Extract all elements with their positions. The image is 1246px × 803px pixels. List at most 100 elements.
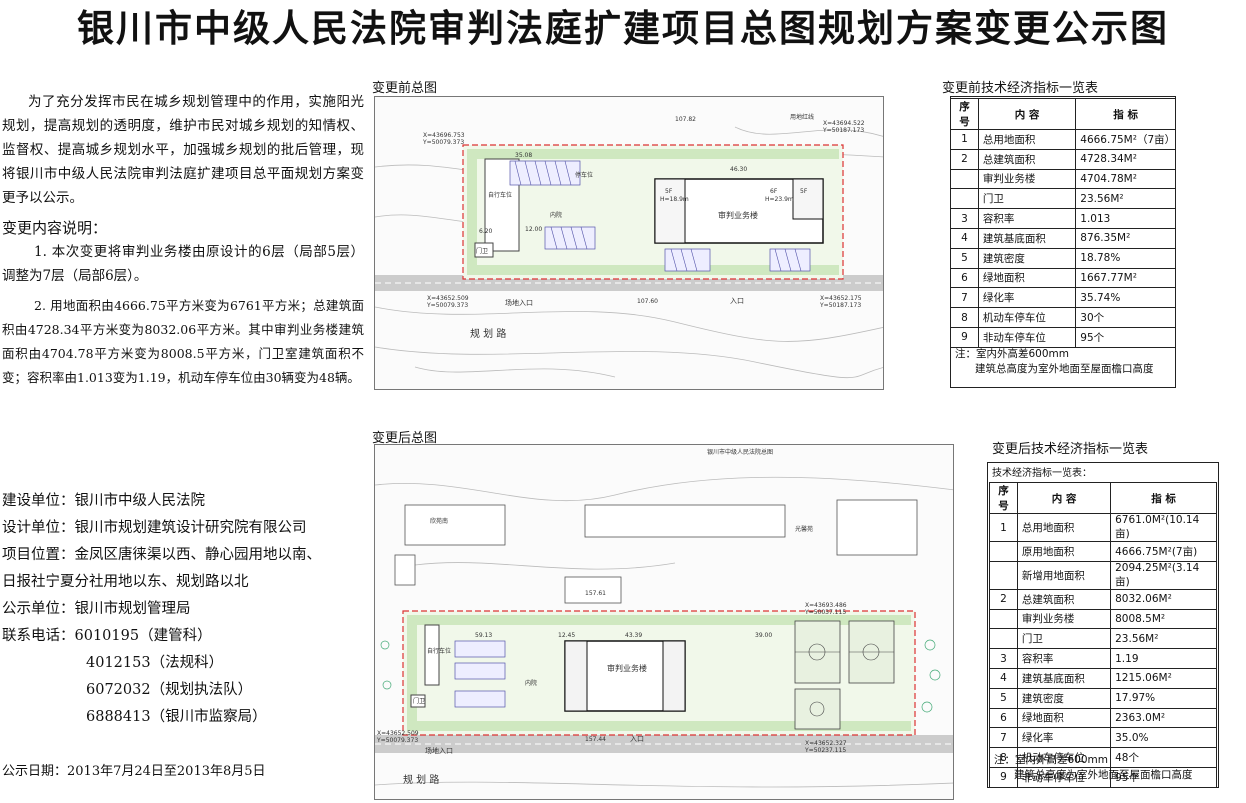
map-text: 欣苑南 xyxy=(430,517,448,525)
after-table-subtitle: 技术经济指标一览表： xyxy=(992,468,1092,479)
row-item-cell: 原用地面积 xyxy=(1016,541,1112,562)
map-text: Y=50037.115 xyxy=(804,609,846,616)
header-cell: 内 容 xyxy=(1016,482,1112,514)
row-value-cell: 17.97% xyxy=(1110,687,1217,709)
row-value-cell: 4666.75M²(7亩) xyxy=(1110,541,1217,562)
map-text: 157.44 xyxy=(585,736,606,743)
info-row: 建设单位：银川市中级人民法院 xyxy=(2,488,368,515)
map-text: Y=50187.173 xyxy=(819,302,861,309)
row-value-cell: 8008.5M² xyxy=(1110,608,1217,630)
map-text: X=43652.509 xyxy=(427,295,469,302)
row-number-cell xyxy=(950,168,979,190)
intro-column: 为了充分发挥市民在城乡规划管理中的作用，实施阳光规划，提高规划的透明度，维护市民… xyxy=(0,90,368,390)
after-table-note: 注：室内外高差600mm 建筑总高度为室外地面至屋面檐口高度 xyxy=(994,753,1193,783)
row-value-cell: 48个 xyxy=(1110,747,1217,768)
map-text: 6F xyxy=(770,188,778,195)
map-text: H=23.9m xyxy=(765,196,794,203)
row-value-cell: 18.78% xyxy=(1075,247,1176,269)
note-line: 建筑总高度为室外地面至屋面檐口高度 xyxy=(1014,769,1193,781)
info-label: 设计单位： xyxy=(2,520,75,536)
header-cell: 指 标 xyxy=(1110,482,1217,514)
phone-item: 4012153（法规科） xyxy=(86,655,224,671)
map-text: 5F xyxy=(665,188,673,195)
map-text: 59.13 xyxy=(475,632,492,639)
row-number-cell: 1 xyxy=(950,129,979,150)
entrance-label: 场地入口 xyxy=(425,746,453,755)
row-value-cell: 8032.06M² xyxy=(1110,588,1217,610)
map-text: 107.60 xyxy=(637,298,658,305)
entrance-label: 入口 xyxy=(630,735,644,743)
map-text: 门卫 xyxy=(413,697,425,705)
map-text: Y=50237.115 xyxy=(804,747,846,754)
row-item-cell: 总建筑面积 xyxy=(1016,588,1112,610)
entrance-label: 入口 xyxy=(730,297,744,305)
row-number-cell: 7 xyxy=(950,287,979,309)
intro-paragraph: 为了充分发挥市民在城乡规划管理中的作用，实施阳光规划，提高规划的透明度，维护市民… xyxy=(2,94,364,206)
row-item-cell: 审判业务楼 xyxy=(1016,608,1112,630)
row-value-cell: 4728.34M² xyxy=(1075,148,1176,170)
map-text: 5F xyxy=(800,188,808,195)
info-row: 联系电话：6010195（建管科） xyxy=(2,623,368,650)
info-label: 建设单位： xyxy=(2,493,75,509)
row-value-cell: 1667.77M² xyxy=(1075,267,1176,289)
project-info: 建设单位：银川市中级人民法院 设计单位：银川市规划建筑设计研究院有限公司 项目位… xyxy=(2,488,368,731)
row-value-cell: 1215.06M² xyxy=(1110,667,1217,689)
building-label: 审判业务楼 xyxy=(607,663,647,673)
changes-heading: 变更内容说明： xyxy=(2,219,108,237)
row-number-cell: 5 xyxy=(989,687,1018,709)
row-item-cell: 容积率 xyxy=(1016,648,1112,669)
row-item-cell: 总用地面积 xyxy=(977,129,1077,150)
row-value-cell: 6761.0M²(10.14亩) xyxy=(1110,513,1217,542)
entrance-label: 场地入口 xyxy=(505,298,533,307)
row-item-cell: 审判业务楼 xyxy=(977,168,1077,190)
before-map-label: 变更前总图 xyxy=(372,81,438,96)
row-value-cell: 35.74% xyxy=(1075,287,1176,309)
map-text: 自行车位 xyxy=(488,191,512,199)
row-number-cell: 7 xyxy=(989,727,1018,749)
map-text: Y=50079.373 xyxy=(422,139,464,146)
row-value-cell: 95个 xyxy=(1110,766,1217,788)
row-value-cell: 95个 xyxy=(1075,326,1176,348)
map-text: 内院 xyxy=(550,211,562,219)
map-text: 停车位 xyxy=(575,171,593,179)
row-value-cell: 4704.78M² xyxy=(1075,168,1176,190)
after-table-title: 变更后技术经济指标一览表 xyxy=(992,442,1149,457)
note-line: 建筑总高度为室外地面至屋面檐口高度 xyxy=(975,363,1154,375)
map-text: X=43696.753 xyxy=(423,132,465,139)
map-text: 107.82 xyxy=(675,116,696,123)
map-text: X=43693.486 xyxy=(805,602,847,609)
row-number-cell: 4 xyxy=(989,667,1018,689)
change-item-1: 1. 本次变更将审判业务楼由原设计的6层（局部5层）调整为7层（局部6层）。 xyxy=(2,244,364,284)
info-value: 银川市规划管理局 xyxy=(74,601,191,617)
note-line: 注：室内外高差600mm xyxy=(955,348,1069,360)
info-value: 银川市中级人民法院 xyxy=(74,493,206,509)
map-text: 12.00 xyxy=(525,226,542,233)
row-value-cell: 876.35M² xyxy=(1075,227,1176,249)
row-number-cell: 5 xyxy=(950,247,979,269)
map-text: X=43652.327 xyxy=(805,740,847,747)
map-text: X=43652.175 xyxy=(820,295,862,302)
header-cell: 内 容 xyxy=(977,98,1077,130)
row-value-cell: 1.013 xyxy=(1075,208,1176,229)
row-number-cell xyxy=(989,628,1018,650)
row-number-cell: 8 xyxy=(950,307,979,328)
map-text: X=43652.509 xyxy=(377,730,419,737)
map-header: 银川市中级人民法院总图 xyxy=(707,448,773,456)
map-text: X=43694.522 xyxy=(823,120,865,127)
info-label: 项目位置： xyxy=(2,547,75,563)
building-label: 审判业务楼 xyxy=(718,210,758,220)
before-site-plan-drawing: 审判业务楼 场地入口 入口 规 划 路 内院 停车位 自行车位 门卫 5F 6F… xyxy=(375,113,883,379)
info-label: 联系电话： xyxy=(2,628,75,644)
